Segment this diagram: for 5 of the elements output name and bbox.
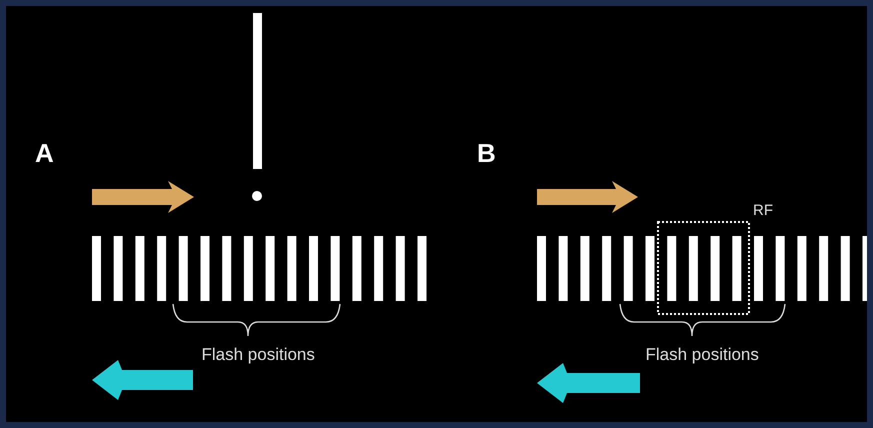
panel-label: B <box>477 138 496 169</box>
panel-label: A <box>35 138 54 169</box>
bracket-caption: Flash positions <box>202 345 315 365</box>
receptive-field-label: RF <box>753 202 773 219</box>
bracket-caption: Flash positions <box>646 345 759 365</box>
